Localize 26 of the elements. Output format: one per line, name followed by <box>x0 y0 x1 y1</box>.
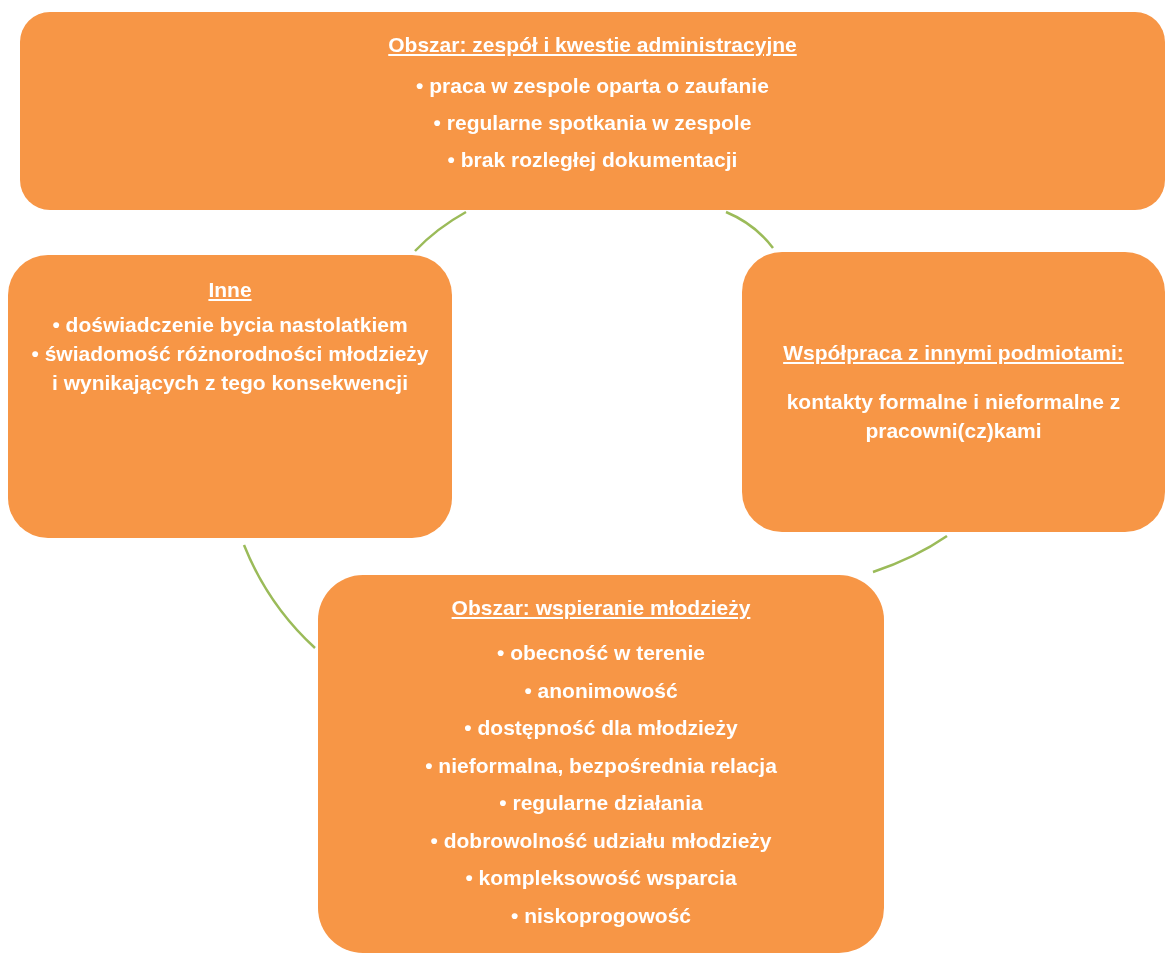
bullet-text: • świadomość różnorodności młodzieży i wynikających z tego konsekwencji <box>30 341 430 396</box>
box-heading: Obszar: wspieranie młodzieży <box>451 595 751 620</box>
connector-arc <box>414 210 467 252</box>
rounded-box <box>318 575 884 953</box>
bullet-text: • anonimowość <box>524 677 678 704</box>
rounded-box <box>742 252 1165 532</box>
bullet-text: • kompleksowość wsparcia <box>465 865 737 891</box>
bullet-text: • regularne działania <box>499 790 703 816</box>
bullet-text: • niskoprogowość <box>510 902 691 929</box>
bullet-text: • brak rozległej dokumentacji <box>447 147 738 173</box>
box-heading: Obszar: zespół i kwestie administracyjne <box>388 32 797 57</box>
bullet-text: • dobrowolność udziału młodzieży <box>430 827 772 854</box>
bullet-text: • regularne spotkania w zespole <box>433 110 752 136</box>
connector-arc <box>242 544 316 649</box>
box-heading: Współpraca z innymi podmiotami: <box>783 339 1124 365</box>
connector-arc <box>872 534 948 574</box>
bullet-text: • doświadczenie bycia nastolatkiem <box>52 312 408 338</box>
connector-arc <box>725 210 774 249</box>
rounded-box <box>20 12 1165 210</box>
bullet-text: • nieformalna, bezpośrednia relacja <box>425 752 777 779</box>
rounded-box <box>8 255 452 538</box>
bullet-text: • praca w zespole oparta o zaufanie <box>416 73 769 99</box>
bullet-text: kontakty formalne i nieformalne z pracowni(cz)kami <box>785 388 1122 444</box>
bullet-text: • dostępność dla młodzieży <box>464 715 738 741</box>
bullet-text: • obecność w terenie <box>496 640 706 666</box>
box-heading: Inne <box>208 277 252 302</box>
